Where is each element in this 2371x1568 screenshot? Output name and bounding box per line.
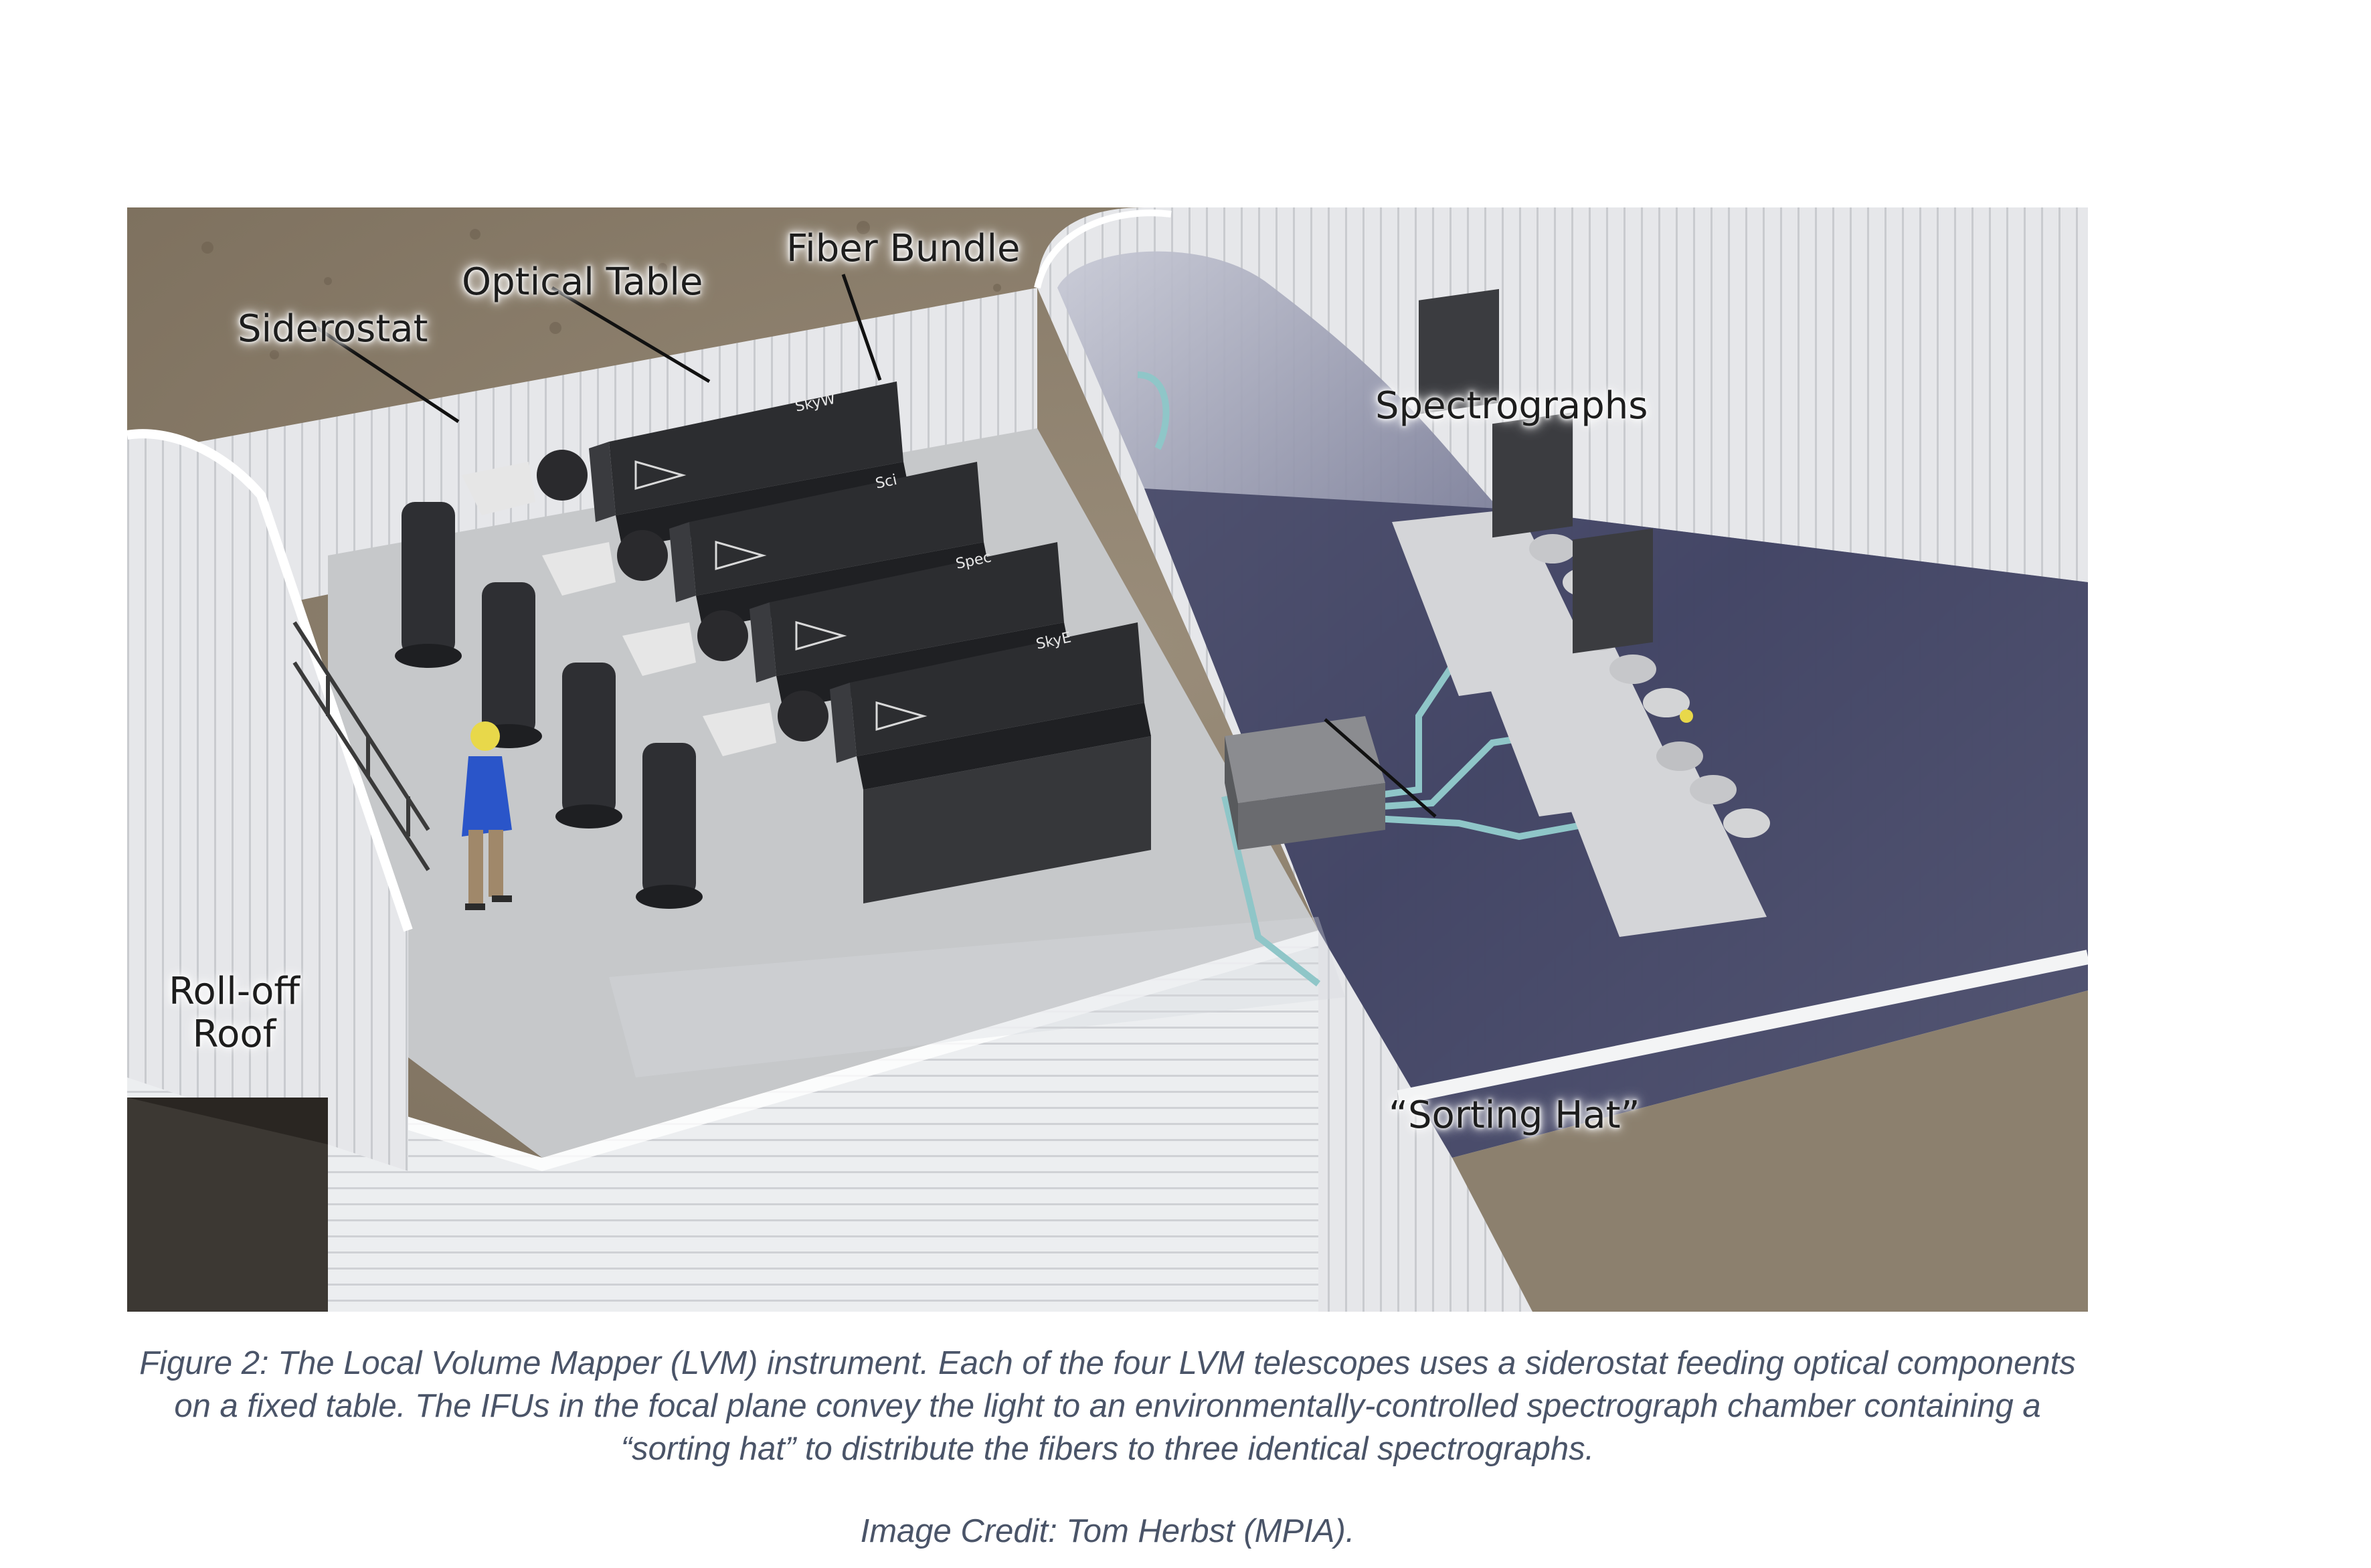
lvm-instrument-illustration: SkyW Sci Spec SkyE Siderostat Optical Ta… bbox=[127, 207, 2088, 1312]
label-siderostat: Siderostat bbox=[238, 307, 428, 351]
spectrograph-units bbox=[1392, 288, 1770, 937]
person-figure bbox=[462, 721, 512, 910]
figure-caption: Figure 2: The Local Volume Mapper (LVM) … bbox=[139, 1345, 2076, 1467]
lvm-rendering: SkyW Sci Spec SkyE bbox=[127, 207, 2088, 1312]
label-fiber-bundle: Fiber Bundle bbox=[786, 227, 1021, 270]
enclosure-floor bbox=[328, 428, 1318, 1158]
label-spectrographs: Spectrographs bbox=[1375, 384, 1648, 428]
callout-lines bbox=[310, 274, 1437, 818]
label-optical-table: Optical Table bbox=[462, 260, 703, 304]
sorting-hat-box bbox=[1225, 716, 1385, 850]
telescope-skye bbox=[636, 622, 1151, 909]
label-roll-off-roof-line1: Roll-off bbox=[169, 970, 300, 1013]
label-sorting-hat: “Sorting Hat” bbox=[1389, 1094, 1640, 1137]
label-roll-off-roof-line2: Roof bbox=[192, 1013, 276, 1057]
stair-railing bbox=[292, 621, 430, 871]
roll-off-roof bbox=[127, 434, 408, 1171]
label-roll-off-roof: Roll-off Roof bbox=[147, 970, 321, 1057]
image-credit: Image Credit: Tom Herbst (MPIA). bbox=[860, 1513, 1355, 1549]
